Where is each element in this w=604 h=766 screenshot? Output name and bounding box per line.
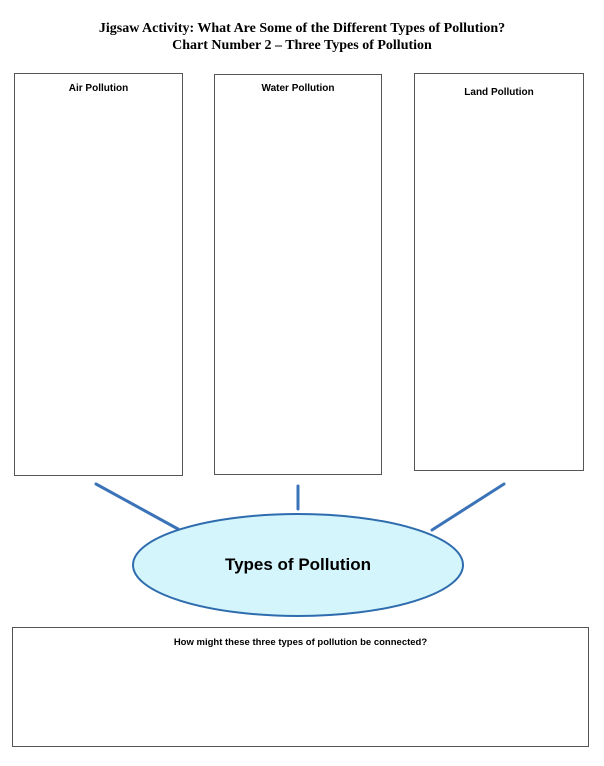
land-pollution-label: Land Pollution [464, 87, 534, 98]
types-of-pollution-ellipse [132, 513, 464, 617]
connection-answer-box[interactable]: How might these three types of pollution… [12, 627, 589, 747]
worksheet-title: Jigsaw Activity: What Are Some of the Di… [98, 21, 506, 36]
types-of-pollution-label: Types of Pollution [224, 555, 372, 574]
connector-line-air [94, 482, 180, 531]
worksheet-subtitle: Chart Number 2 – Three Types of Pollutio… [172, 38, 432, 53]
air-pollution-box[interactable]: Air Pollution [14, 73, 183, 476]
water-pollution-box[interactable]: Water Pollution [214, 74, 382, 475]
connection-question-label: How might these three types of pollution… [173, 637, 428, 648]
land-pollution-box[interactable]: Land Pollution [414, 73, 584, 471]
water-pollution-label: Water Pollution [261, 83, 335, 94]
air-pollution-label: Air Pollution [68, 83, 129, 94]
connector-line-land [430, 482, 506, 532]
